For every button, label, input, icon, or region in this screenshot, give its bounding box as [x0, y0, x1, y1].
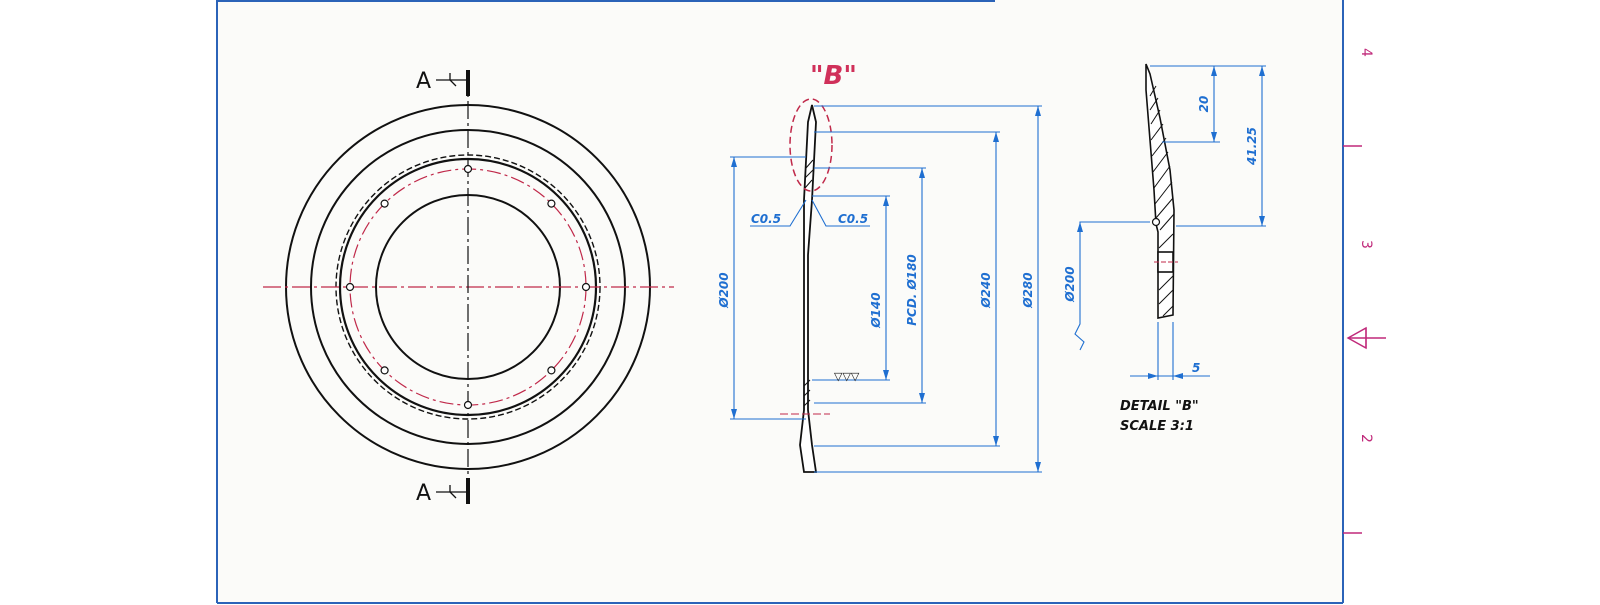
chamfer-label-left: C0.5 [751, 212, 781, 226]
paper-area [217, 0, 1343, 603]
bolt-holes [345, 164, 591, 410]
zone-number: 2 [1358, 434, 1374, 443]
chamfer-leader-left [750, 199, 807, 227]
side-section-view: "B" [717, 61, 1042, 473]
detail-dim-arrows [1077, 66, 1265, 379]
bolt-hole [345, 282, 355, 292]
dim-label-detail-200: Ø200 [1063, 266, 1077, 302]
chamfer-leader-right [811, 199, 870, 227]
section-dim-arrows [731, 106, 1041, 472]
zone-number: 3 [1358, 240, 1374, 249]
detail-b-callout [789, 98, 833, 192]
dim-label-200: Ø200 [717, 272, 731, 308]
dim-label-detail-5: 5 [1192, 361, 1200, 375]
section-label-bottom: A [416, 481, 431, 506]
dim-label-detail-4125: 41.25 [1245, 127, 1259, 166]
bolt-hole [463, 164, 473, 174]
section-arrow-top [436, 73, 466, 87]
dim-label-240: Ø240 [979, 272, 993, 308]
dim-label-280: Ø280 [1021, 272, 1035, 308]
bolt-hole [547, 366, 556, 375]
dim-line-detail-200 [1074, 221, 1150, 351]
section-arrow-bottom [436, 485, 466, 499]
zone-number: 4 [1358, 48, 1374, 57]
center-arrow [1346, 326, 1367, 350]
dim-label-pcd180: PCD. Ø180 [905, 254, 919, 326]
dim-label-140: Ø140 [869, 292, 883, 328]
dim-label-detail-20: 20 [1197, 96, 1211, 113]
bolt-hole [547, 199, 556, 208]
detail-title: DETAIL "B" [1120, 399, 1199, 414]
zone-marks [1343, 145, 1386, 534]
bolt-hole [380, 366, 389, 375]
detail-dimensions [1074, 65, 1266, 380]
detail-chamfer-mark [1151, 217, 1161, 227]
surface-finish-symbol: ▽▽▽ [834, 370, 860, 383]
bolt-hole [463, 400, 473, 410]
detail-b-label: "B" [810, 61, 857, 91]
section-label-top: A [416, 69, 431, 94]
detail-b-view: 20 41.25 Ø200 5 DETAIL "B" SCALE 3:1 [1063, 63, 1266, 434]
hatch-top [804, 159, 814, 189]
front-view: A A [263, 69, 674, 506]
section-dimensions [730, 105, 1042, 473]
hatch-bottom [803, 379, 811, 407]
detail-scale: SCALE 3:1 [1120, 419, 1194, 434]
bolt-hole [380, 199, 389, 208]
chamfer-label-right: C0.5 [838, 212, 868, 226]
detail-hatch [1149, 85, 1175, 317]
bolt-hole [581, 282, 591, 292]
